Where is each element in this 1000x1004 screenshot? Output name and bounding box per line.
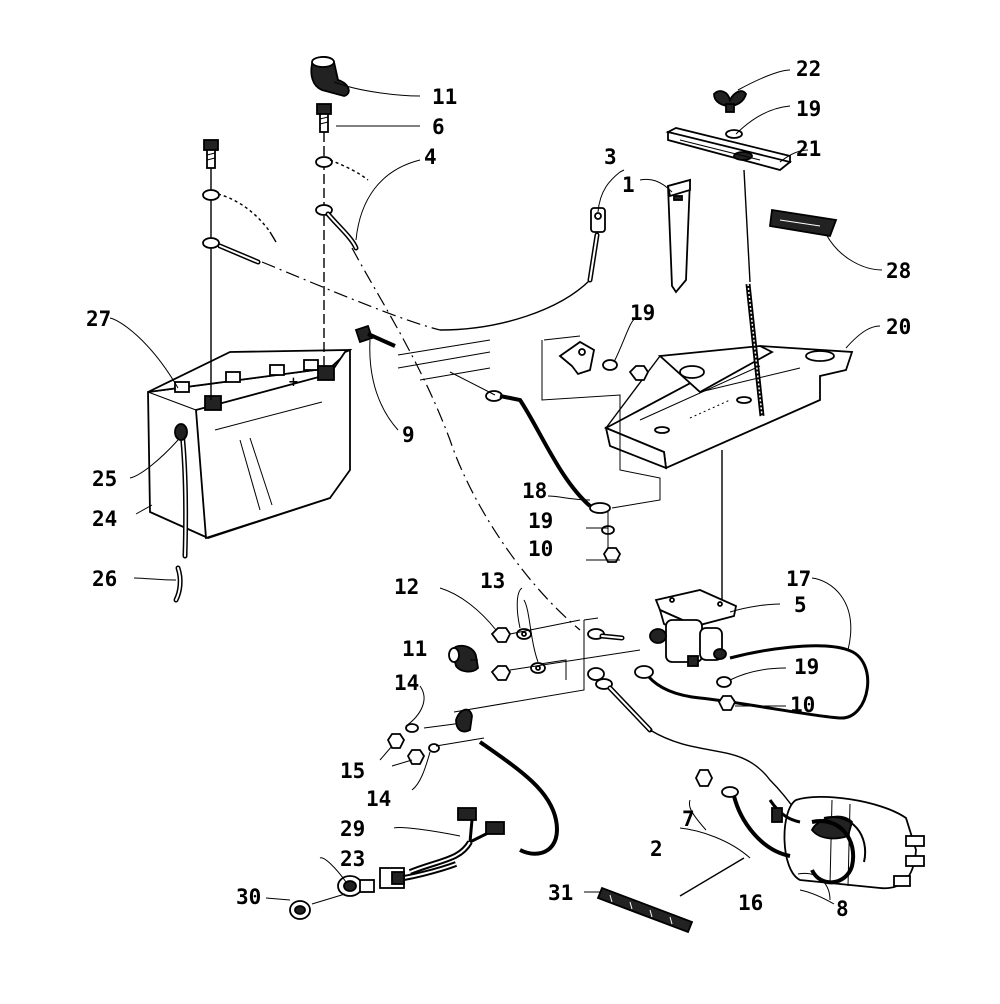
callout-19b: 19 [528, 509, 553, 533]
battery-bolt [203, 139, 219, 169]
wing-nut [713, 90, 747, 113]
callout-24: 24 [92, 507, 117, 531]
callout-11a: 11 [432, 85, 457, 109]
callout-15: 15 [340, 759, 365, 783]
mounting-bolt [354, 324, 491, 381]
ground-cable [439, 207, 606, 331]
callout-7: 7 [682, 807, 695, 831]
pad [768, 208, 838, 238]
callout-19c: 19 [794, 655, 819, 679]
callout-14a: 14 [394, 671, 419, 695]
hold-down-rod [745, 283, 765, 417]
callout-27: 27 [86, 307, 111, 331]
wiring-harness [379, 740, 559, 889]
callout-1: 1 [622, 173, 635, 197]
switch [337, 875, 375, 897]
callout-6: 6 [432, 115, 445, 139]
callout-19d: 19 [796, 97, 821, 121]
callout-13: 13 [480, 569, 505, 593]
terminal-cap [310, 56, 350, 97]
callout-30: 30 [236, 885, 261, 909]
callout-26: 26 [92, 567, 117, 591]
callout-2: 2 [650, 837, 663, 861]
callout-4: 4 [424, 145, 437, 169]
battery: + [147, 348, 353, 540]
callout-22: 22 [796, 57, 821, 81]
solenoid-cable [634, 644, 870, 720]
battery-tray [603, 345, 854, 470]
terminal-bolt [316, 103, 332, 133]
callout-8: 8 [836, 897, 849, 921]
bolt [596, 886, 694, 934]
callout-10b: 10 [790, 693, 815, 717]
callout-14b: 14 [366, 787, 391, 811]
callout-18: 18 [522, 479, 547, 503]
callout-20: 20 [886, 315, 911, 339]
tray-bracket [558, 340, 596, 376]
callout-11b: 11 [402, 637, 427, 661]
battery-plus-mark: + [288, 375, 299, 390]
leader-lines [109, 69, 883, 905]
callout-10a: 10 [528, 537, 553, 561]
callout-16: 16 [738, 891, 763, 915]
switch-cap [289, 900, 311, 920]
callout-12: 12 [394, 575, 419, 599]
clamp-band [810, 816, 867, 885]
callout-9: 9 [402, 423, 415, 447]
callout-17: 17 [786, 567, 811, 591]
callout-23: 23 [340, 847, 365, 871]
callout-29: 29 [340, 817, 365, 841]
starter-lead [694, 769, 801, 858]
starter-motor [783, 796, 925, 890]
solenoid [649, 589, 738, 667]
terminal-boot [448, 644, 479, 673]
hold-down-bracket [665, 127, 792, 171]
vent-tube [173, 423, 189, 603]
callout-21: 21 [796, 137, 821, 161]
callout-31: 31 [548, 881, 573, 905]
wire-terminal [455, 708, 473, 733]
callout-25: 25 [92, 467, 117, 491]
callout-3: 3 [604, 145, 617, 169]
callout-19a: 19 [630, 301, 655, 325]
hold-down-strap [666, 178, 691, 294]
rod [485, 390, 611, 514]
callout-28: 28 [886, 259, 911, 283]
callouts: 1 2 3 4 5 6 7 8 9 10 10 11 11 12 13 14 1… [86, 57, 911, 921]
callout-5: 5 [794, 593, 807, 617]
